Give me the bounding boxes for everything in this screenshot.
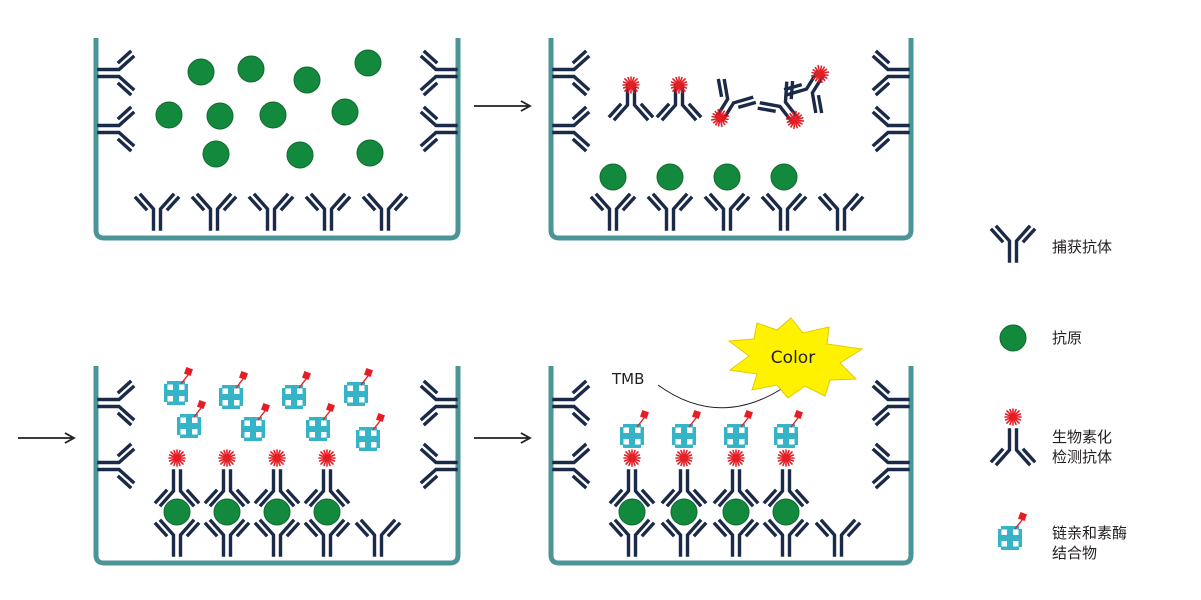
well-2 [548,38,914,241]
arrow-step-2 [18,432,76,444]
tmb-label: TMB [611,370,644,388]
legend-label-detection-antibody-line2: 检测抗体 [1052,448,1113,466]
streptavidin-hrp-icon [997,511,1028,551]
arrow-step-3 [474,432,532,444]
legend-label-detection-antibody-line1: 生物素化 [1052,428,1113,446]
capture-antibody-icon [990,225,1036,263]
legend [990,225,1036,551]
legend-label-capture-antibody: 捕获抗体 [1052,238,1113,256]
wall-antibodies [552,50,910,152]
legend-label-antigen: 抗原 [1052,329,1083,347]
bound-antigens [599,163,798,191]
panel-tmb-color: TMB Color [548,317,914,566]
panel-capture-antigen [93,38,461,241]
arrow-step-1 [474,100,532,112]
antigen-icon [999,324,1027,352]
legend-label-streptavidin-line1: 链亲和素酶 [1052,524,1128,542]
free-detection-antibodies [608,61,840,135]
capture-antibody-row [134,193,408,231]
well-4 [548,366,914,566]
sandwich-complexes [154,449,401,557]
full-complexes [609,409,861,557]
free-streptavidin-conjugates [163,366,386,452]
biotinylated-detection-antibody-icon [990,408,1036,466]
panel-streptavidin-hrp [93,366,461,566]
well-1 [93,38,461,241]
legend-label-streptavidin-line2: 结合物 [1052,544,1098,562]
color-burst [727,317,864,399]
free-antigens [155,49,384,169]
well-3 [93,366,461,566]
tmb-curve-arrow [657,384,787,409]
panel-detection-antibody [548,38,914,241]
color-label: Color [771,348,815,368]
wall-antibodies [97,50,458,152]
wall-antibodies [97,380,458,489]
capture-antibody-row [590,193,864,231]
